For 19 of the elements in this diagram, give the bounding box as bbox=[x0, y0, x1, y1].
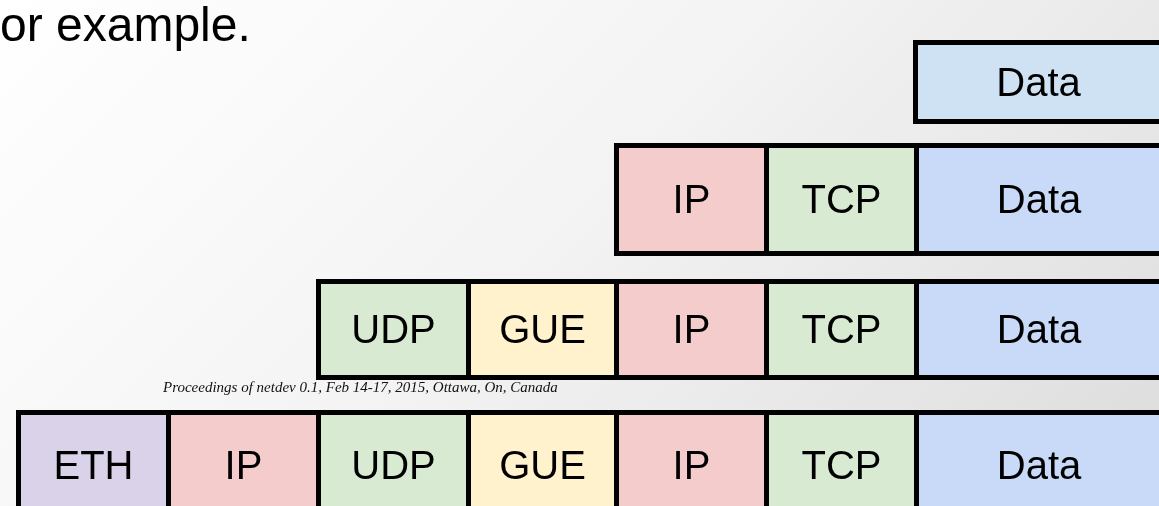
field-label: ETH bbox=[53, 442, 134, 488]
field-label: UDP bbox=[351, 442, 436, 488]
field-label: TCP bbox=[801, 307, 882, 352]
field-label: IP bbox=[672, 177, 711, 222]
field-label: IP bbox=[224, 442, 263, 488]
field-label: Data bbox=[996, 307, 1082, 352]
field-label: IP bbox=[672, 307, 711, 352]
field-label: Data bbox=[996, 177, 1082, 222]
field-label: Data bbox=[996, 59, 1081, 105]
field-label: IP bbox=[672, 442, 711, 488]
field-label: TCP bbox=[801, 442, 882, 488]
footer-note: Proceedings of netdev 0.1, Feb 14-17, 2015, Ottawa, On, Canada bbox=[163, 379, 558, 396]
field-label: GUE bbox=[499, 307, 586, 352]
slide-title: or example. bbox=[0, 0, 251, 53]
header-field bbox=[913, 40, 1159, 124]
field-label: UDP bbox=[351, 307, 436, 352]
field-label: TCP bbox=[801, 177, 882, 222]
field-label: GUE bbox=[499, 442, 586, 488]
field-label: Data bbox=[996, 442, 1082, 488]
